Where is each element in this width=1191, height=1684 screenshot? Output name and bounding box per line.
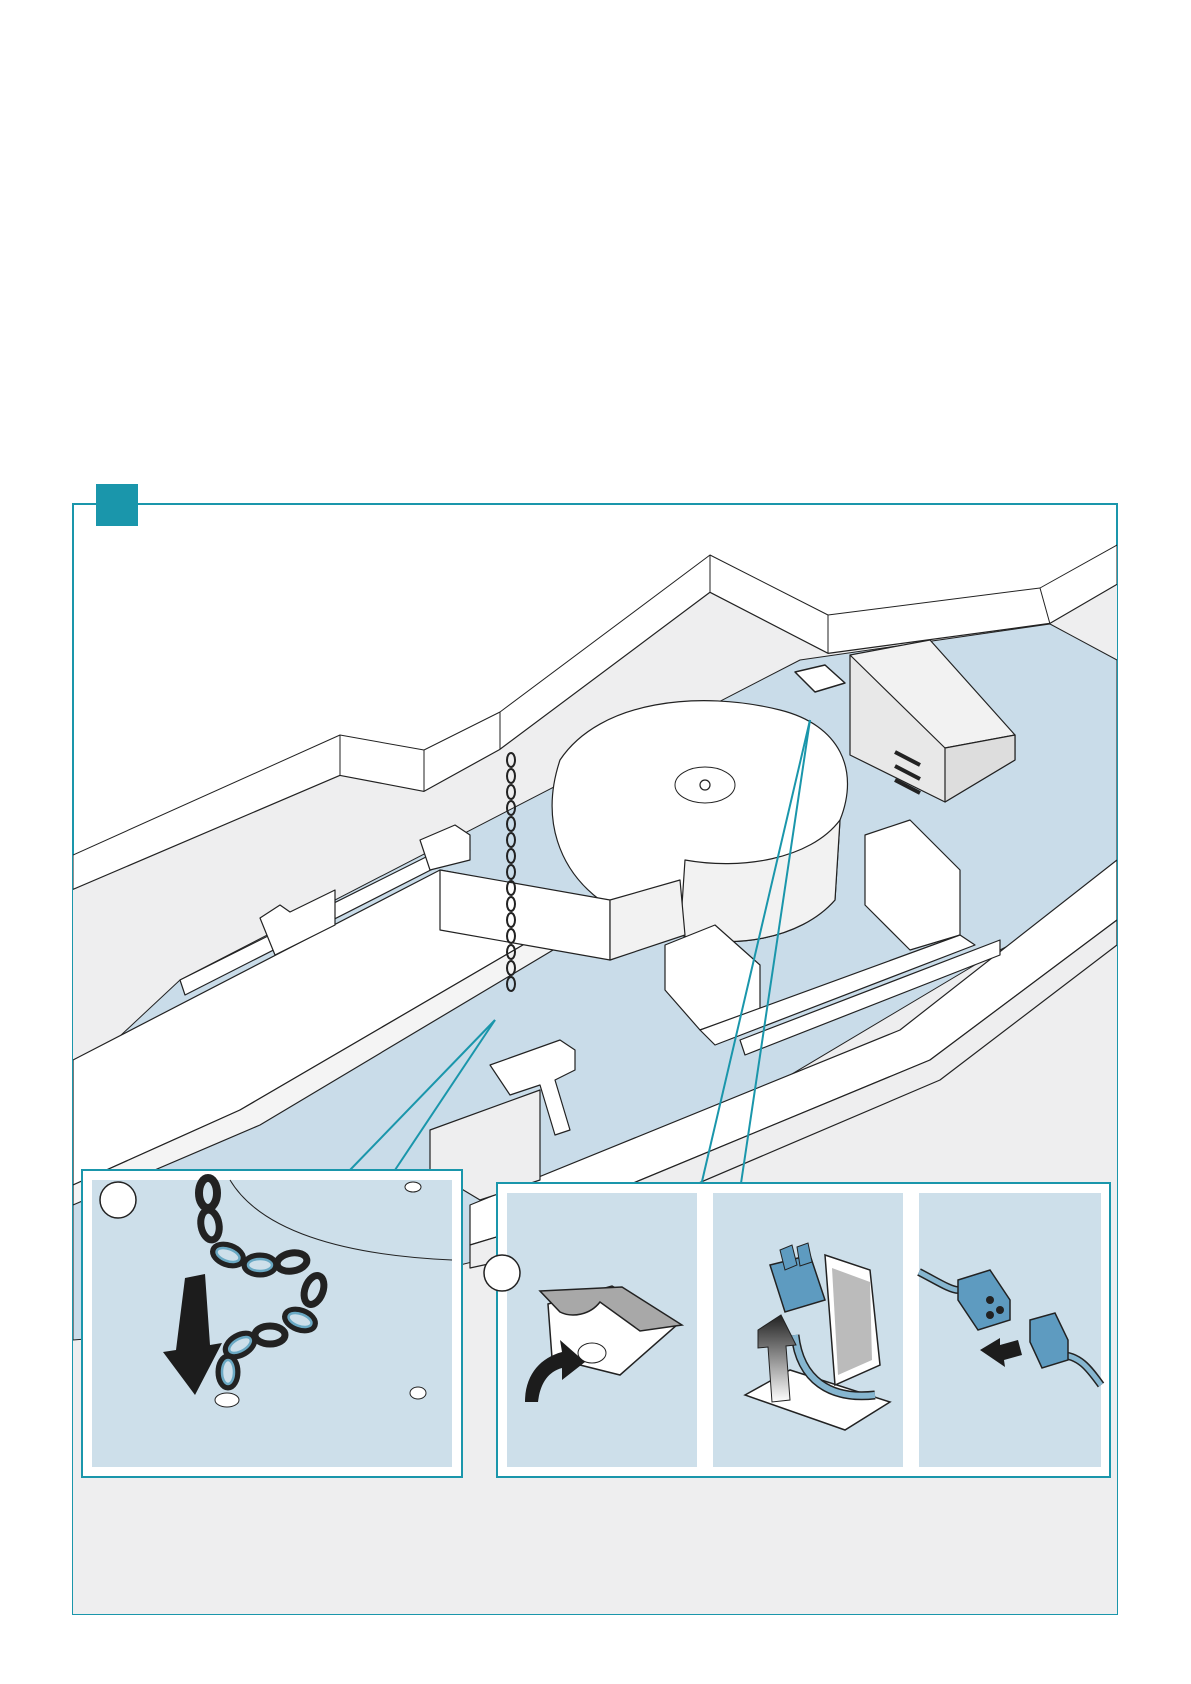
inset-badge-a <box>100 1182 136 1218</box>
inset-badge-b <box>484 1255 520 1291</box>
inset-connector <box>713 1193 903 1467</box>
inset-plug <box>919 1193 1101 1467</box>
inset-cover-plate <box>484 1193 697 1467</box>
inset-chain <box>82 1170 462 1477</box>
